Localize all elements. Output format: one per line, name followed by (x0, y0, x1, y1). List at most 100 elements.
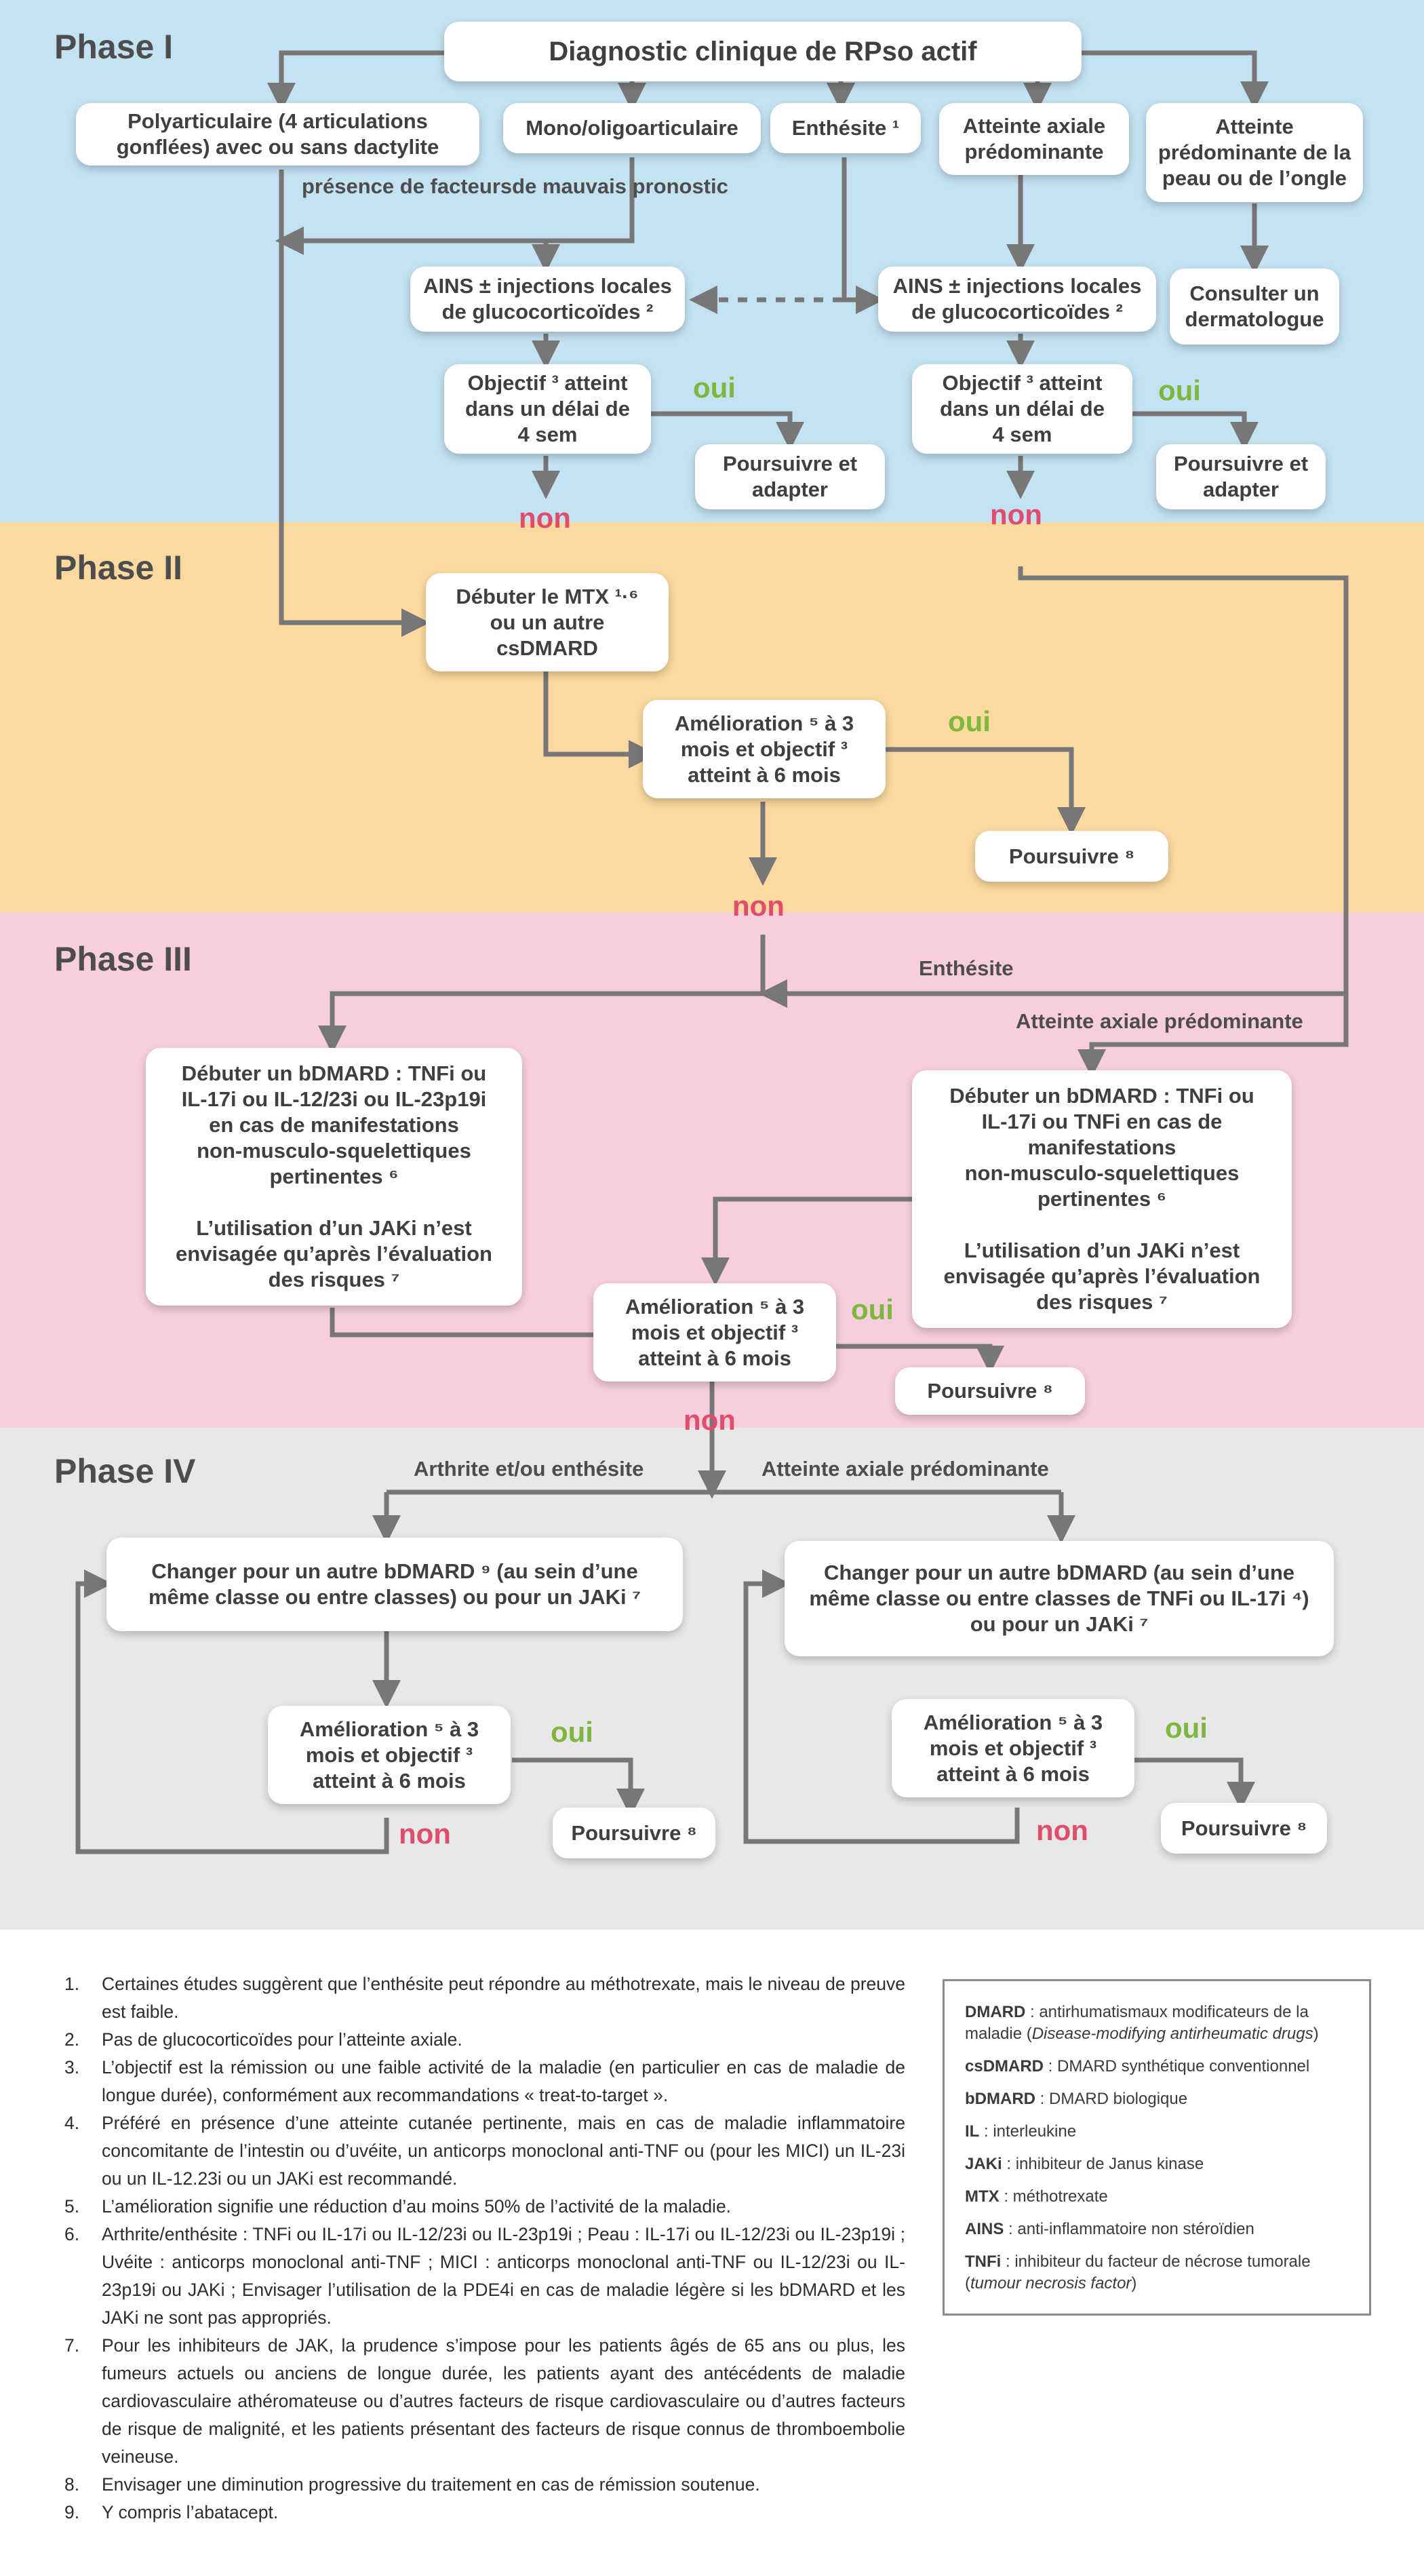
text-line: pertinentes ⁶ (1037, 1187, 1166, 1211)
text-line: en cas de manifestations (209, 1113, 459, 1137)
glossary-entry: bDMARD : DMARD biologique (965, 2090, 1188, 2108)
footnote-text: L’amélioration signifie une réduction d’… (102, 2196, 732, 2217)
glossary-entry: MTX : méthotrexate (965, 2187, 1108, 2206)
footnote: 7.Pour les inhibiteurs de JAK, la pruden… (64, 2332, 905, 2471)
footnote: 2.Pas de glucocorticoïdes pour l’atteint… (64, 2026, 905, 2054)
text-line: L’utilisation d’un JAKi n’est (964, 1238, 1240, 1262)
text-line: Poursuivre et (1173, 452, 1309, 475)
footnote-number: 3. (64, 2057, 80, 2077)
text-line: Atteinte (1215, 115, 1294, 138)
arthrite-label: Arthrite et/ou enthésite (414, 1457, 644, 1481)
poursuivre-3-box: Poursuivre ⁸ (895, 1367, 1085, 1415)
text-line: envisagée qu’après l’évaluation (943, 1264, 1261, 1288)
text-line: ou pour un JAKi ⁷ (970, 1612, 1149, 1636)
oui-label-5: oui (551, 1716, 593, 1748)
text-line: Amélioration ⁵ à 3 (923, 1710, 1103, 1734)
oui-label-2: oui (1158, 374, 1201, 406)
footnote-number: 9. (64, 2502, 80, 2522)
text-line: Poursuivre ⁸ (571, 1820, 697, 1845)
glossary-entry: DMARD : antirhumatismaux modificateurs d… (965, 2003, 1319, 2043)
poursuivre-4r-box: Poursuivre ⁸ (1161, 1803, 1327, 1854)
footnote: 9.Y compris l’abatacept. (64, 2499, 905, 2526)
text-line: gonflées) avec ou sans dactylite (116, 135, 439, 159)
text-line: Poursuivre ⁸ (1181, 1816, 1307, 1840)
non-label-2: non (990, 499, 1042, 530)
non-label-5: non (399, 1818, 451, 1850)
text-line: 4 sem (517, 423, 578, 446)
text-line: non-musculo-squelettiques (964, 1161, 1240, 1185)
text-line: Poursuivre ⁸ (1008, 844, 1135, 868)
footnote: 4.Préféré en présence d’une atteinte cut… (64, 2109, 905, 2193)
non-label-6: non (1036, 1814, 1088, 1846)
poursuivre-4l-box: Poursuivre ⁸ (553, 1808, 715, 1858)
footnote-number: 7. (64, 2335, 80, 2356)
footnote: 5. L’amélioration signifie une réduction … (64, 2193, 905, 2221)
poursuivre-2-box: Poursuivre ⁸ (975, 831, 1168, 882)
footnote: 8.Envisager une diminution progressive d… (64, 2471, 905, 2499)
text-line: L’utilisation d’un JAKi n’est (196, 1216, 472, 1240)
footnote: 3.L’objectif est la rémission ou une fai… (64, 2054, 905, 2109)
oui-label-3: oui (948, 705, 991, 737)
axiale-p4-label: Atteinte axiale prédominante (762, 1457, 1049, 1481)
text-line: des risques ⁷ (268, 1268, 400, 1291)
glossary-box: DMARD : antirhumatismaux modificateurs d… (943, 1979, 1371, 2316)
text-line: atteint à 6 mois (313, 1768, 466, 1793)
text-line: Changer pour un autre bDMARD ⁹ (au sein … (151, 1559, 638, 1583)
phase-1-title: Phase I (54, 28, 174, 66)
footnote: 6.Arthrite/enthésite : TNFi ou IL-17i ou… (64, 2221, 905, 2332)
oui-label-1: oui (693, 372, 736, 404)
phase-3-title: Phase III (54, 940, 192, 978)
phase-4-title: Phase IV (54, 1452, 196, 1490)
footnote-number: 5. (64, 2196, 80, 2217)
text-line: dans un délai de (465, 397, 630, 421)
text-line (176, 1190, 492, 1215)
text-line: Changer pour un autre bDMARD (au sein d’… (823, 1561, 1295, 1584)
footnotes: 1.Certaines études suggèrent que l’enthé… (64, 1970, 905, 2526)
text-line: 4 sem (992, 423, 1052, 446)
text-line (944, 1212, 1261, 1238)
text-line: envisagée qu’après l’évaluation (176, 1242, 492, 1266)
text-line: adapter (1203, 477, 1279, 501)
text-line: non-musculo-squelettiques (197, 1139, 471, 1163)
diagnostic-box: Diagnostic clinique de RPso actif (444, 22, 1082, 81)
text-line: csDMARD (496, 636, 598, 660)
glossary-entry: IL : interleukine (965, 2122, 1077, 2141)
glossary-entry: csDMARD : DMARD synthétique conventionne… (965, 2057, 1310, 2075)
text-line: Objectif ³ atteint (467, 371, 628, 395)
footnote-number: 8. (64, 2474, 80, 2495)
text-line: IL-17i ou IL-12/23i ou IL-23p19i (181, 1087, 487, 1111)
footnote-number: 6. (64, 2224, 80, 2244)
text-line: pertinentes ⁶ (269, 1165, 399, 1188)
text-line: adapter (752, 477, 828, 501)
text-line: Amélioration ⁵ à 3 (625, 1294, 805, 1319)
text-line: Mono/oligoarticulaire (526, 116, 738, 140)
text-line: Amélioration ⁵ à 3 (299, 1717, 479, 1741)
text-line: mois et objectif ³ (680, 737, 848, 761)
text-line: peau ou de l’ongle (1162, 166, 1347, 190)
axiale-arrow-label: Atteinte axiale prédominante (1016, 1009, 1303, 1033)
text-line: AINS ± injections locales (892, 274, 1142, 298)
text-line: AINS ± injections locales (423, 274, 672, 298)
text-line: présence de facteurs (302, 174, 513, 198)
text-line: atteint à 6 mois (638, 1346, 791, 1370)
footnote-text: Pas de glucocorticoïdes pour l’atteinte … (102, 2029, 462, 2050)
oui-label-4: oui (851, 1293, 894, 1325)
text-line: Poursuivre ⁸ (927, 1379, 1053, 1403)
text-line: Objectif ³ atteint (942, 371, 1103, 395)
footnote-text: Certaines études suggèrent que l’enthési… (102, 1974, 905, 2022)
non-label-4: non (684, 1404, 736, 1436)
text-line: même classe ou entre classes de TNFi ou … (809, 1586, 1309, 1610)
